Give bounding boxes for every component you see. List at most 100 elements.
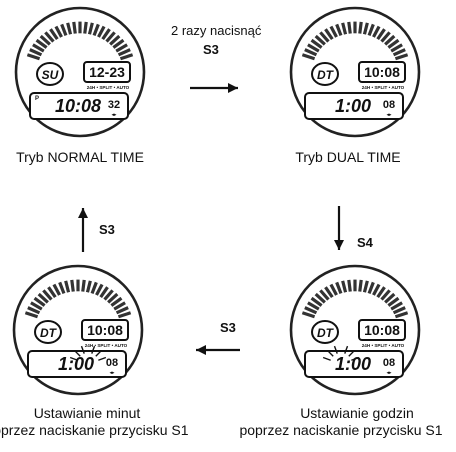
segment-tick (387, 296, 400, 307)
segment-tick (49, 28, 59, 41)
mode-badge (311, 320, 339, 344)
segment-tick (117, 311, 132, 319)
top-display (358, 319, 406, 341)
step-note-top: 2 razy nacisnąć (171, 23, 262, 38)
blink-ray (344, 345, 349, 354)
segment-tick (39, 34, 51, 46)
segment-tick (97, 25, 106, 38)
top-display (83, 61, 131, 83)
arrow-head (78, 208, 88, 218)
segment-tick (35, 38, 48, 49)
segment-tick (70, 279, 75, 292)
segment-tick (304, 306, 318, 315)
segment-tick (329, 25, 338, 38)
segment-tick (392, 306, 406, 315)
segment-tick (304, 48, 318, 57)
segment-tick (95, 283, 104, 296)
segment-tick (107, 292, 119, 304)
segment-tick (380, 289, 391, 301)
top-display (358, 61, 406, 83)
segment-arc (24, 279, 132, 319)
main-seconds: 32 (108, 99, 120, 111)
segment-tick (112, 38, 125, 49)
chime-icon: ◂▸ (109, 370, 115, 376)
main-seconds: 08 (106, 357, 118, 369)
mode-badge-text: DT (317, 68, 335, 82)
step-button-right: S4 (357, 235, 373, 250)
segment-tick (358, 21, 363, 34)
top-display-text: 10:08 (364, 64, 400, 80)
main-display (27, 350, 127, 378)
main-seconds: 08 (383, 99, 395, 111)
segment-arc (301, 21, 409, 61)
segment-tick (101, 28, 111, 41)
mode-badge-text: DT (40, 326, 58, 340)
mode-badge-text: DT (317, 326, 335, 340)
blink-indicator-icon (69, 345, 107, 361)
blink-ray (327, 350, 334, 357)
segment-tick (319, 289, 330, 301)
segment-tick (376, 28, 386, 41)
segment-tick (376, 286, 386, 299)
segment-tick (341, 22, 348, 35)
segment-tick (81, 279, 86, 292)
main-time: 1:00 (335, 96, 371, 116)
main-time: 10:08 (55, 96, 101, 116)
segment-tick (32, 43, 45, 53)
step-button-bottom: S3 (220, 320, 236, 335)
arrow-head (196, 345, 206, 355)
segment-tick (54, 25, 63, 38)
step-button-left: S3 (99, 222, 115, 237)
option-bar-text: 24H • SPLIT • AUTO (87, 85, 130, 90)
segment-tick (367, 281, 375, 295)
segment-tick (390, 43, 403, 53)
arrow-minutes-to-normal (78, 208, 88, 252)
segment-tick (52, 283, 61, 296)
segment-tick (324, 28, 334, 41)
segment-tick (394, 311, 409, 319)
segment-tick (42, 289, 53, 301)
segment-tick (301, 311, 316, 319)
step-button-top: S3 (203, 42, 219, 57)
segment-tick (113, 301, 126, 311)
segment-tick (99, 286, 109, 299)
caption-set-minutes-1: Ustawianie minut (33, 405, 141, 421)
segment-tick (380, 31, 391, 43)
segment-tick (314, 292, 326, 304)
caption-set-hours-2: poprzez naciskanie przycisku S1 (239, 422, 443, 438)
main-seconds: 08 (383, 357, 395, 369)
segment-tick (362, 22, 369, 35)
arrow-hours-to-minutes (196, 345, 240, 355)
segment-tick (384, 292, 396, 304)
top-display-text: 10:08 (364, 322, 400, 338)
segment-tick (58, 281, 66, 295)
segment-tick (329, 283, 338, 296)
caption-set-hours-1: Ustawianie godzin (300, 405, 414, 421)
top-display-text: 12-23 (89, 64, 125, 80)
arrow-dual-to-hours (334, 206, 344, 250)
blink-indicator-icon (322, 345, 360, 361)
segment-tick (372, 283, 381, 296)
segment-tick (347, 279, 352, 292)
segment-tick (72, 21, 77, 34)
segment-tick (27, 306, 41, 315)
segment-tick (384, 34, 396, 46)
segment-tick (33, 296, 46, 307)
segment-tick (115, 306, 129, 315)
mode-badge (36, 62, 64, 86)
segment-tick (358, 279, 363, 292)
arrow-head (334, 240, 344, 250)
segment-tick (319, 31, 330, 43)
segment-tick (115, 43, 128, 53)
segment-tick (119, 53, 134, 61)
top-display (81, 319, 129, 341)
main-time: 1:00 (58, 354, 94, 374)
segment-tick (109, 34, 121, 46)
segment-tick (29, 48, 43, 57)
segment-tick (110, 296, 123, 307)
main-indicator: P (35, 96, 39, 102)
segment-tick (37, 292, 49, 304)
segment-arc (26, 21, 134, 61)
segment-tick (394, 53, 409, 61)
